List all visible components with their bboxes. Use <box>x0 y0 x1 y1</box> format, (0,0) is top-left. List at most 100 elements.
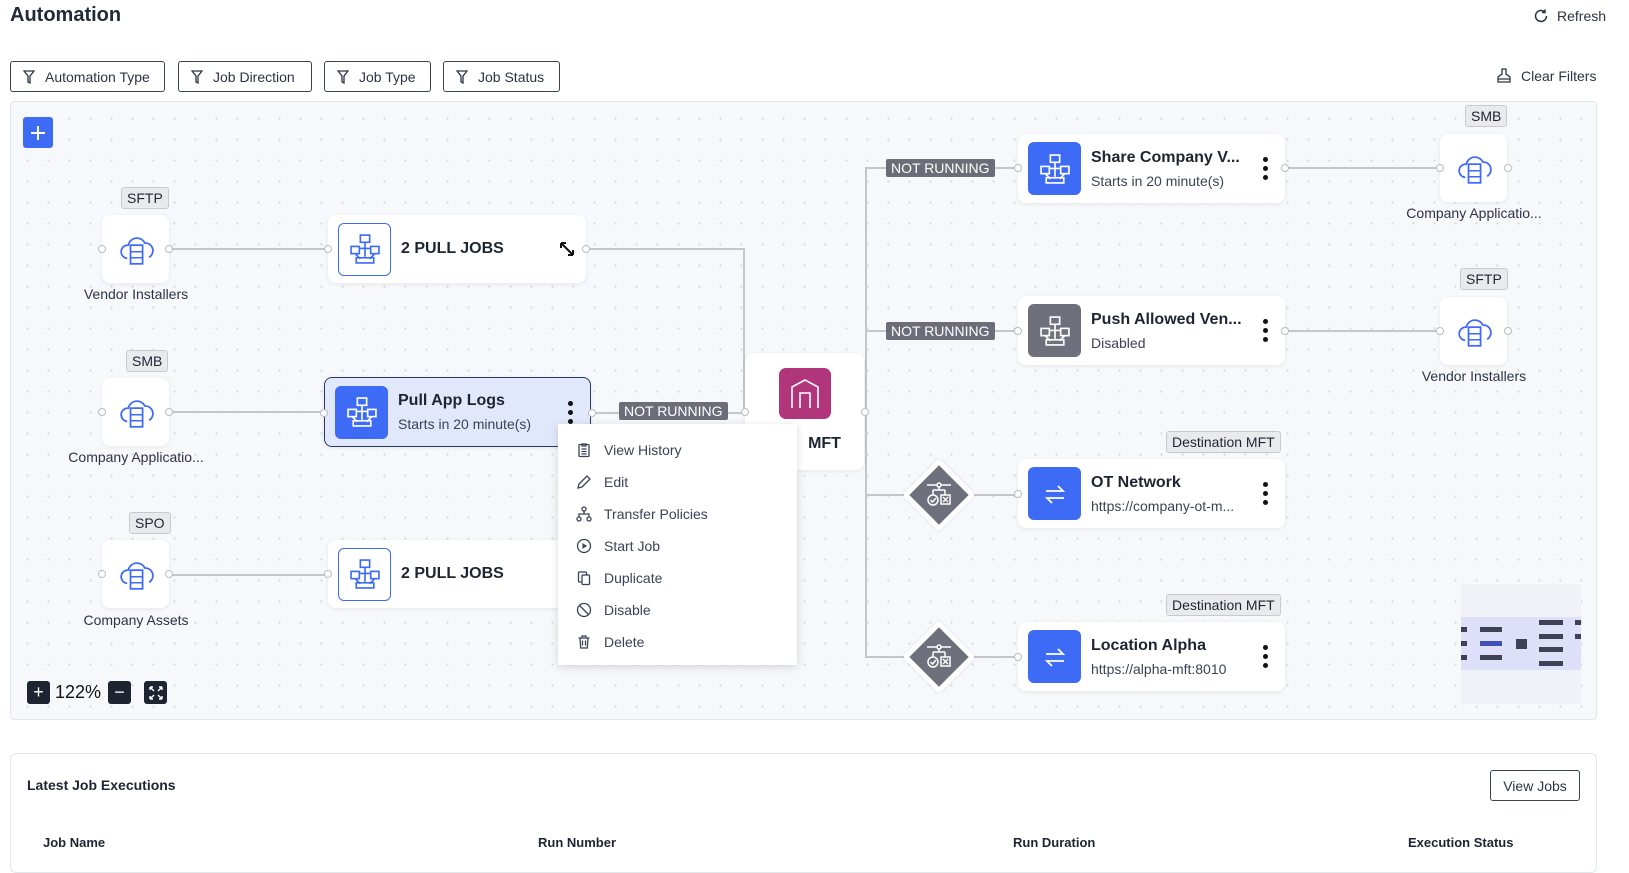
connection-handle[interactable] <box>324 570 332 578</box>
zoom-in-button[interactable]: + <box>27 681 50 704</box>
filter-label: Job Direction <box>213 68 295 85</box>
filter-job-direction[interactable]: Job Direction <box>178 61 312 92</box>
connection-handle[interactable] <box>1504 327 1512 335</box>
minimap[interactable] <box>1461 584 1581 704</box>
view-jobs-button[interactable]: View Jobs <box>1490 770 1580 801</box>
node-label: Vendor Installers <box>83 286 189 302</box>
connection-handle[interactable] <box>588 409 596 417</box>
refresh-button[interactable]: Refresh <box>1533 8 1606 24</box>
more-options-icon[interactable] <box>1255 319 1275 342</box>
group-label: 2 PULL JOBS <box>401 565 504 582</box>
menu-item-duplicate[interactable]: Duplicate <box>558 562 797 594</box>
source-node-company-assets[interactable] <box>102 540 169 608</box>
connection-handle[interactable] <box>861 408 869 416</box>
menu-item-label: Transfer Policies <box>604 506 708 522</box>
clear-filters-label: Clear Filters <box>1521 68 1597 84</box>
filter-automation-type[interactable]: Automation Type <box>10 61 165 92</box>
filter-label: Job Type <box>359 68 416 85</box>
page-title: Automation <box>10 4 122 26</box>
edge <box>169 411 324 413</box>
cloud-server-icon <box>119 237 154 265</box>
ban-icon <box>576 602 592 618</box>
connection-handle[interactable] <box>741 408 749 416</box>
protocol-tag: SFTP <box>121 187 169 209</box>
copy-icon <box>577 571 591 586</box>
connection-handle[interactable] <box>582 245 590 253</box>
pencil-icon <box>577 475 591 489</box>
destination-node-vendor-installers[interactable] <box>1440 297 1507 365</box>
connection-handle[interactable] <box>165 570 173 578</box>
job-subtitle: https://company-ot-m... <box>1091 497 1235 514</box>
connection-handle[interactable] <box>165 245 173 253</box>
connection-handle[interactable] <box>1436 164 1444 172</box>
filter-label: Job Status <box>478 68 545 85</box>
clear-filters-button[interactable]: Clear Filters <box>1496 68 1596 84</box>
menu-item-view-history[interactable]: View History <box>558 434 797 466</box>
job-node-share-company[interactable]: Share Company V...Starts in 20 minute(s) <box>1018 134 1285 203</box>
source-node-company-applications[interactable] <box>102 378 169 446</box>
connection-handle[interactable] <box>1014 164 1022 172</box>
more-options-icon[interactable] <box>1255 645 1275 668</box>
filter-icon <box>191 69 203 84</box>
job-name: Share Company V... <box>1091 148 1240 166</box>
connection-handle[interactable] <box>1281 164 1289 172</box>
menu-item-edit[interactable]: Edit <box>558 466 797 498</box>
edge <box>169 248 328 250</box>
menu-item-label: Duplicate <box>604 570 663 586</box>
fit-view-button[interactable] <box>144 681 167 704</box>
menu-item-label: View History <box>604 442 682 458</box>
job-name: Location Alpha <box>1091 636 1206 654</box>
filter-job-status[interactable]: Job Status <box>443 61 560 92</box>
add-node-button[interactable] <box>23 117 53 148</box>
column-header-run-number[interactable]: Run Number <box>538 835 616 850</box>
zoom-out-button[interactable]: − <box>108 681 131 704</box>
connection-handle[interactable] <box>1014 653 1022 661</box>
connection-handle[interactable] <box>98 570 106 578</box>
cloud-server-icon <box>1457 319 1492 347</box>
protocol-tag: SMB <box>126 350 169 372</box>
expand-icon[interactable] <box>558 240 576 258</box>
more-options-icon[interactable] <box>1255 157 1275 180</box>
connection-handle[interactable] <box>1281 327 1289 335</box>
connection-handle[interactable] <box>320 409 328 417</box>
protocol-tag: SPO <box>129 512 171 534</box>
latest-executions-panel <box>10 753 1597 873</box>
group-node-pull-jobs[interactable]: 2 PULL JOBS <box>328 215 586 283</box>
connection-handle[interactable] <box>1014 490 1022 498</box>
filter-label: Automation Type <box>45 68 150 85</box>
menu-item-disable[interactable]: Disable <box>558 594 797 626</box>
column-header-execution-status[interactable]: Execution Status <box>1408 835 1514 850</box>
refresh-icon <box>1534 9 1548 23</box>
menu-item-delete[interactable]: Delete <box>558 626 797 658</box>
menu-item-start-job[interactable]: Start Job <box>558 530 797 562</box>
connection-handle[interactable] <box>1436 327 1444 335</box>
more-options-icon[interactable] <box>560 400 580 424</box>
source-node-vendor-installers[interactable] <box>102 215 169 283</box>
edge <box>743 248 745 414</box>
connection-handle[interactable] <box>1504 164 1512 172</box>
status-badge: NOT RUNNING <box>886 322 995 340</box>
cloud-server-icon <box>119 400 154 428</box>
column-header-run-duration[interactable]: Run Duration <box>1013 835 1096 850</box>
more-options-icon[interactable] <box>1255 482 1275 505</box>
plus-icon <box>31 125 45 140</box>
filter-job-type[interactable]: Job Type <box>324 61 431 92</box>
job-subtitle: Disabled <box>1091 334 1146 351</box>
transfer-arrows-icon <box>1028 630 1081 683</box>
connection-handle[interactable] <box>165 408 173 416</box>
connection-handle[interactable] <box>1014 327 1022 335</box>
column-header-job-name[interactable]: Job Name <box>43 835 106 850</box>
hub-label: MFT <box>808 435 841 452</box>
connection-handle[interactable] <box>98 408 106 416</box>
workflow-icon <box>338 547 391 601</box>
destination-node-company-applications[interactable] <box>1440 134 1507 202</box>
group-node-pull-jobs[interactable]: 2 PULL JOBS <box>328 540 586 608</box>
job-node-push-allowed[interactable]: Push Allowed Ven...Disabled <box>1018 296 1285 365</box>
hub-node-mft[interactable]: MFT <box>745 353 864 470</box>
connection-handle[interactable] <box>324 245 332 253</box>
menu-item-transfer-policies[interactable]: Transfer Policies <box>558 498 797 530</box>
connection-handle[interactable] <box>98 245 106 253</box>
